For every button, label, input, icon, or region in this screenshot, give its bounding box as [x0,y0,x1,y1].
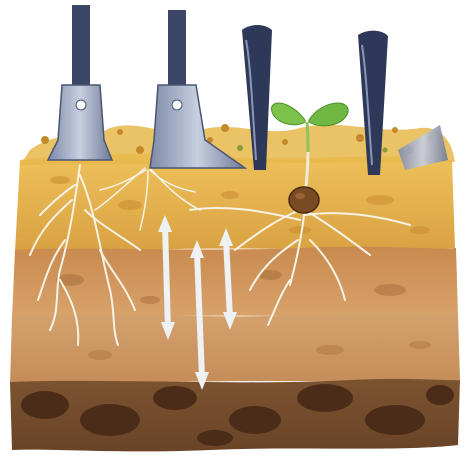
seed [289,187,319,213]
disc-coulter-right [358,31,448,175]
chisel-shank-left [48,5,112,160]
seedling-leaf-left [272,103,305,125]
seedling-leaf-right [309,103,348,126]
